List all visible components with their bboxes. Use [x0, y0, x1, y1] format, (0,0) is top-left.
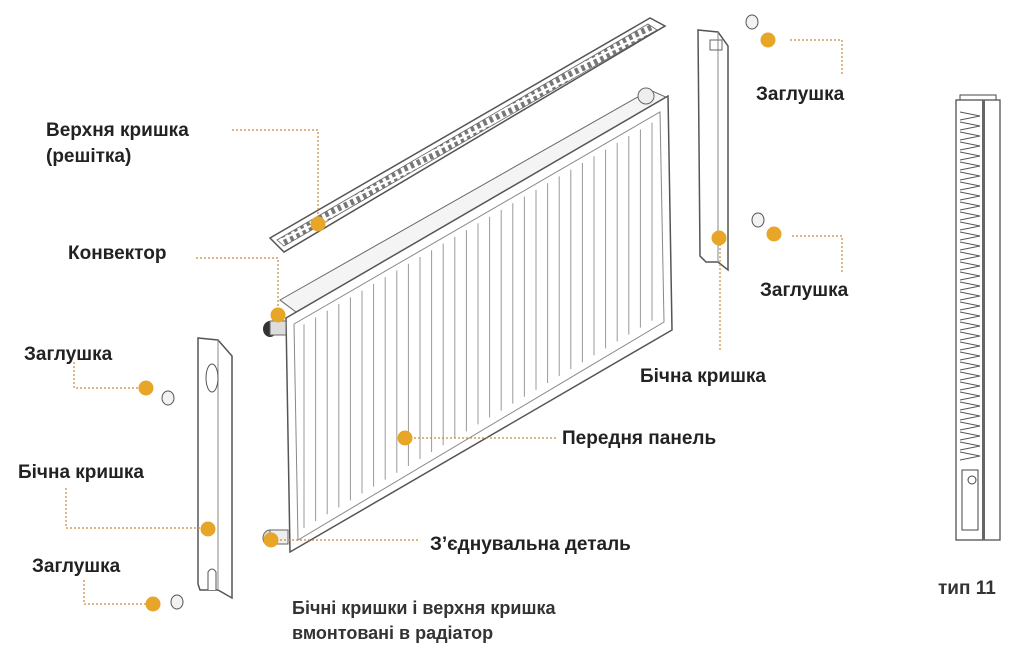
leader-lines: [65, 39, 843, 605]
marker-plug-top-right: [760, 32, 776, 48]
label-side-cover-right: Бічна кришка: [640, 366, 766, 387]
label-plug-mid-right: Заглушка: [760, 280, 849, 301]
label-convector: Конвектор: [68, 243, 167, 264]
caption-line1: Бічні кришки і верхня кришка: [292, 598, 556, 618]
marker-plug-left-upper: [138, 380, 154, 396]
label-connector: З’єднувальна деталь: [430, 534, 631, 555]
marker-plug-left-lower: [145, 596, 161, 612]
type-label: тип 11: [938, 578, 996, 599]
top-grille-cover: [268, 17, 667, 253]
marker-plug-mid-right: [766, 226, 782, 242]
marker-side-cover-right: [711, 230, 727, 246]
label-front-panel: Передня панель: [562, 428, 717, 449]
marker-top-cover: [310, 216, 326, 232]
marker-convector: [270, 307, 286, 323]
label-plug-left-upper: Заглушка: [24, 344, 113, 365]
front-panel: [285, 94, 673, 554]
marker-side-cover-left: [200, 521, 216, 537]
caption-line2: вмонтовані в радіатор: [292, 623, 494, 643]
callout-markers: [138, 32, 782, 612]
label-plug-left-lower: Заглушка: [32, 556, 121, 577]
label-plug-top-right: Заглушка: [756, 84, 845, 105]
label-top-cover-line2: (решітка): [46, 146, 132, 167]
type-11-side-view: [955, 94, 1001, 541]
marker-front-panel: [397, 430, 413, 446]
marker-connector: [263, 532, 279, 548]
end-plugs: [161, 14, 765, 610]
side-cover-left: [197, 337, 233, 600]
label-top-cover-line1: Верхня кришка: [46, 120, 189, 141]
label-side-cover-left: Бічна кришка: [18, 462, 144, 483]
side-cover-right: [697, 29, 729, 272]
